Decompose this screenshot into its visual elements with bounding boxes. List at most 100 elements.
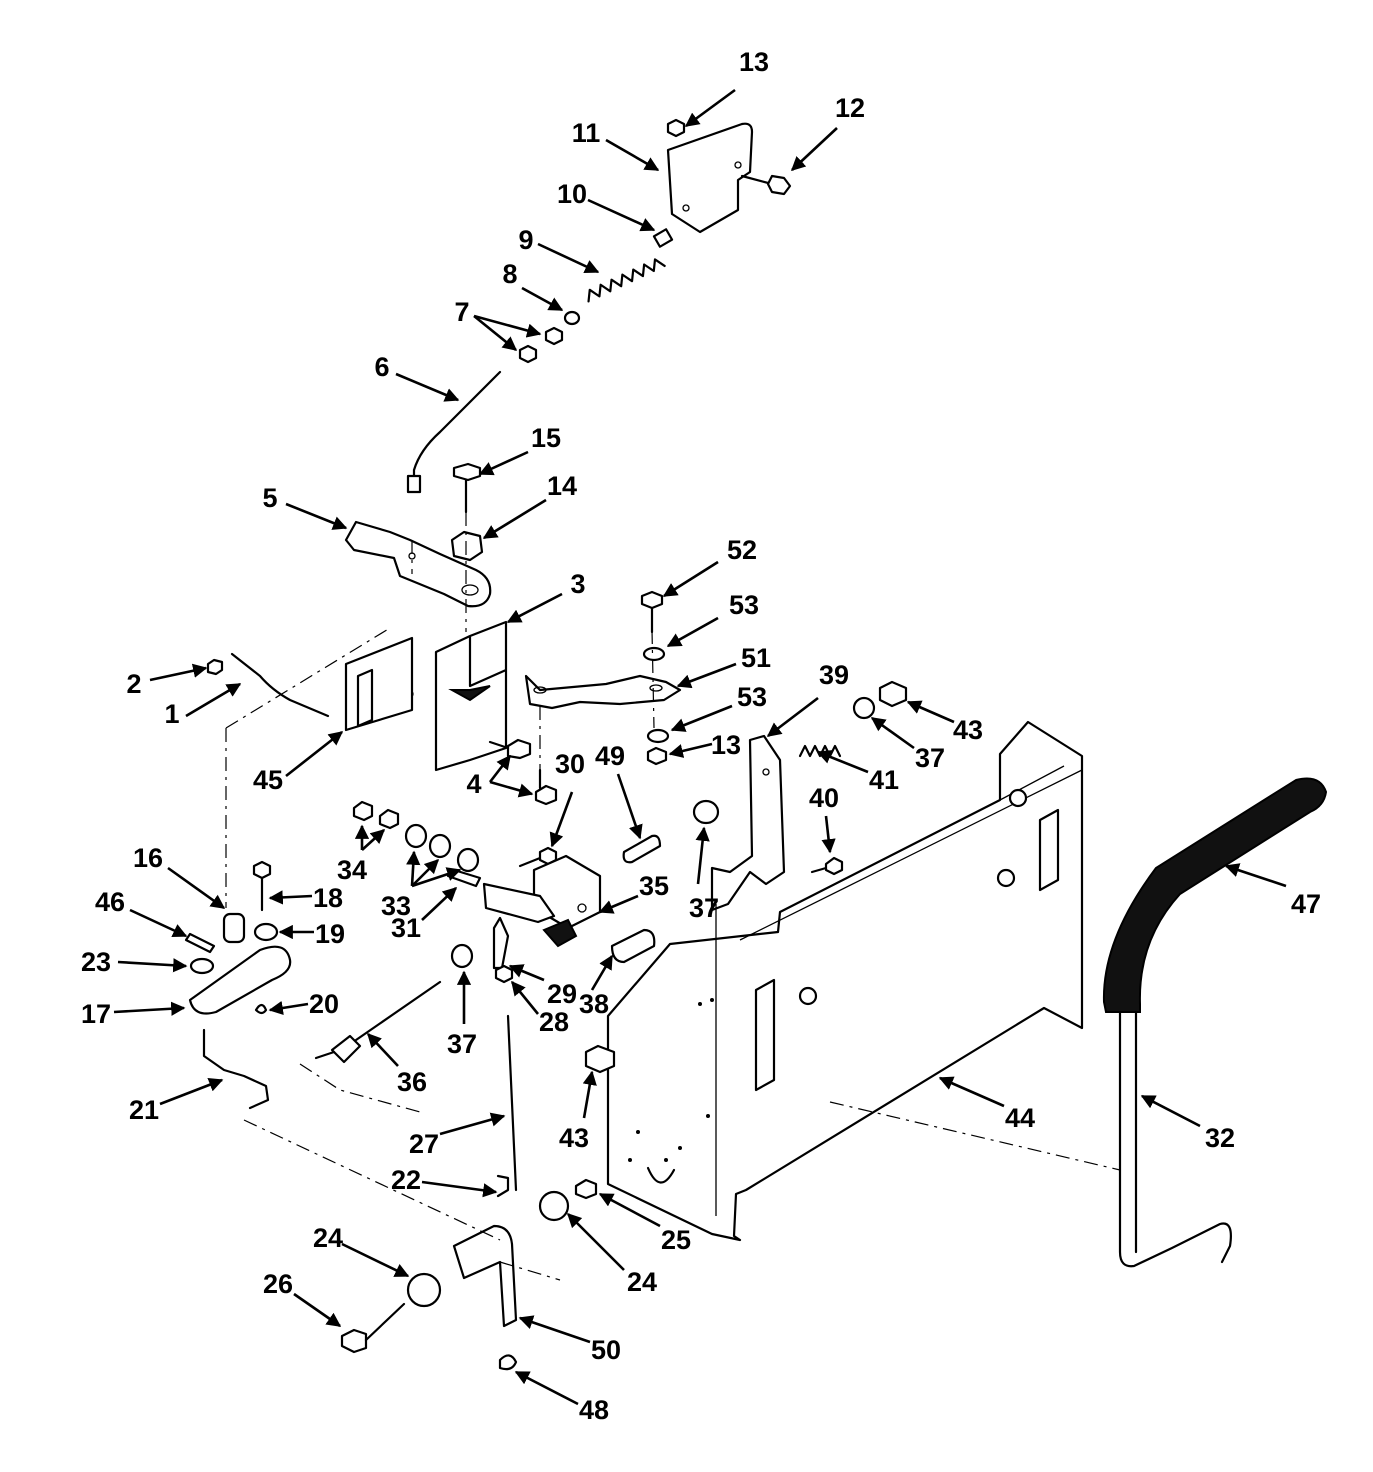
callout-46: 46 [95, 887, 188, 938]
bracket-51 [524, 674, 682, 710]
callout-label: 38 [579, 989, 609, 1019]
spacer-24-right [538, 1190, 570, 1222]
callout-label: 45 [253, 765, 283, 795]
callout-16: 16 [133, 843, 226, 910]
callout-label: 52 [727, 535, 757, 565]
callout-label: 19 [315, 919, 345, 949]
callout-31: 31 [391, 887, 458, 943]
callout-label: 4 [466, 769, 481, 799]
callout-label: 27 [409, 1129, 439, 1159]
washer-37-mid [692, 799, 720, 825]
bolt-26 [340, 1302, 406, 1354]
callout-label: 24 [313, 1223, 343, 1253]
callout-3: 3 [506, 569, 586, 624]
callout-13-mid: 13 [668, 730, 741, 760]
knob-16 [222, 912, 246, 944]
callout-label: 7 [454, 297, 469, 327]
nut-13-mid [646, 746, 668, 766]
nut-2 [206, 658, 224, 676]
washer-53-top [642, 646, 666, 662]
handle-grip-47 [1102, 777, 1328, 1013]
rod-21 [202, 1028, 270, 1110]
callout-29: 29 [508, 964, 577, 1009]
callout-52: 52 [662, 535, 757, 598]
callout-label: 32 [1205, 1123, 1235, 1153]
callout-12: 12 [790, 93, 865, 171]
callout-26: 26 [263, 1269, 342, 1328]
callout-label: 25 [661, 1225, 691, 1255]
callout-label: 48 [579, 1395, 609, 1425]
nut-28 [494, 964, 514, 984]
callout-23: 23 [81, 947, 188, 977]
rod-1 [230, 652, 330, 718]
callout-label: 40 [809, 783, 839, 813]
bracket-50 [452, 1224, 518, 1328]
callout-47: 47 [1224, 863, 1321, 919]
callout-label: 47 [1291, 889, 1321, 919]
callout-20: 20 [268, 989, 339, 1019]
callout-label: 8 [502, 259, 517, 289]
callout-48: 48 [514, 1370, 609, 1425]
lever-plate-5 [344, 520, 492, 608]
nut-14 [450, 530, 484, 562]
callout-40: 40 [809, 783, 839, 854]
callout-11: 11 [572, 118, 660, 172]
washer-37-low [450, 943, 474, 969]
nut-25 [574, 1178, 598, 1200]
handle-rod-32 [1118, 1010, 1232, 1268]
callout-36: 36 [367, 1032, 427, 1097]
callout-label: 49 [595, 741, 625, 771]
washer-33b [428, 833, 452, 859]
callout-label: 15 [531, 423, 561, 453]
callout-37-top: 37 [870, 716, 945, 773]
callout-2: 2 [126, 663, 208, 699]
callout-label: 44 [1005, 1103, 1035, 1133]
rod-6 [412, 370, 502, 482]
nut-7b [518, 344, 538, 364]
nut-43-low [584, 1044, 616, 1074]
callout-50: 50 [518, 1315, 621, 1365]
callout-22: 22 [391, 1165, 498, 1198]
panel-44 [606, 720, 1084, 1242]
callout-35: 35 [598, 871, 669, 914]
callout-17: 17 [81, 999, 186, 1029]
callout-label: 41 [869, 765, 899, 795]
callout-25: 25 [598, 1192, 691, 1255]
callout-label: 3 [570, 569, 585, 599]
callout-label: 16 [133, 843, 163, 873]
callout-label: 13 [739, 47, 769, 77]
nut-43-top [878, 680, 908, 708]
callout-32: 32 [1140, 1094, 1235, 1153]
bolt-12 [740, 174, 792, 196]
callout-45: 45 [253, 730, 344, 795]
rod-27 [506, 1014, 518, 1192]
callout-label: 11 [572, 118, 601, 148]
callout-49: 49 [595, 741, 643, 840]
callout-19: 19 [278, 919, 345, 949]
callout-4: 4 [466, 754, 534, 799]
callout-53-bottom: 53 [670, 682, 767, 732]
callout-label: 12 [835, 93, 865, 123]
callout-label: 29 [547, 979, 577, 1009]
callout-43-top: 43 [906, 700, 983, 745]
callout-41: 41 [816, 750, 899, 795]
bolt-40 [810, 856, 844, 876]
callout-label: 31 [391, 913, 421, 943]
plate-45 [344, 636, 414, 732]
callout-37-mid: 37 [689, 826, 719, 923]
callout-label: 36 [397, 1067, 427, 1097]
callout-28: 28 [510, 980, 569, 1037]
alignment-lines [225, 512, 1121, 1281]
lever-17 [188, 945, 292, 1015]
callout-label: 21 [129, 1095, 159, 1125]
bushing-10 [652, 228, 674, 248]
callout-label: 37 [689, 893, 719, 923]
callout-label: 17 [81, 999, 111, 1029]
clip-48 [498, 1354, 518, 1371]
nut-34b [378, 808, 400, 830]
nut-34a [352, 800, 374, 822]
nut-13-top [666, 118, 686, 138]
callout-37-low: 37 [447, 970, 477, 1059]
callout-label: 20 [309, 989, 339, 1019]
